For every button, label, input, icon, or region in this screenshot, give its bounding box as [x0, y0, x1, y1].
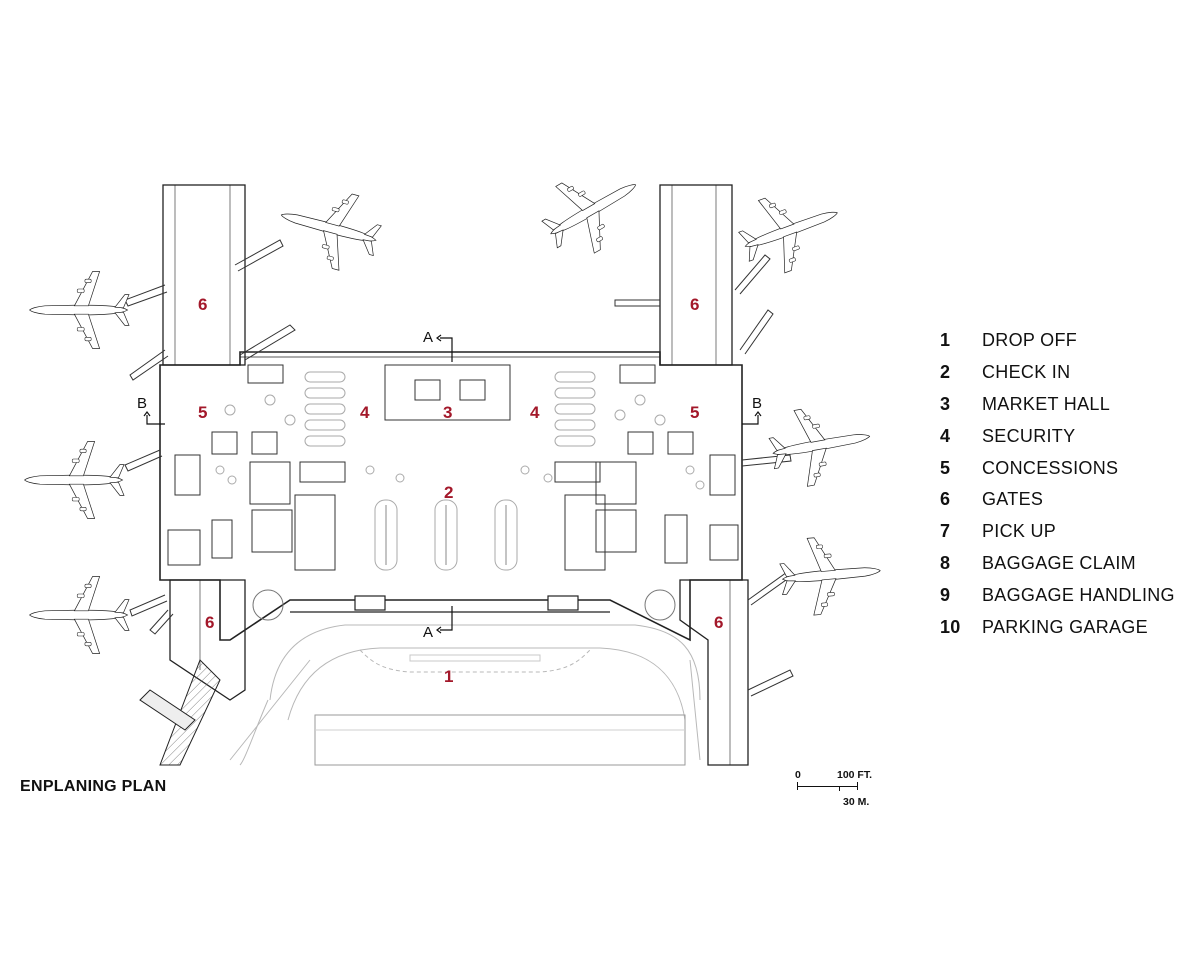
legend-number: 8	[940, 552, 951, 573]
front-facade	[290, 595, 610, 613]
legend-item: 1 DROP OFF	[940, 325, 1190, 357]
legend-item: 7 PICK UP	[940, 516, 1190, 548]
legend-item: 2 CHECK IN	[940, 357, 1190, 389]
gate-piers	[162, 184, 749, 766]
scale-tick	[857, 782, 858, 790]
scale-meters-label: 30 M.	[843, 796, 870, 808]
service-ramp	[139, 659, 221, 766]
zone-label-security-right: 4	[530, 403, 540, 422]
interior-rooms	[167, 364, 739, 571]
legend-item: 10 PARKING GARAGE	[940, 611, 1190, 643]
section-marker-a-top: A	[423, 329, 433, 346]
zone-label-gates-sw: 6	[205, 613, 214, 632]
legend-number: 4	[940, 425, 951, 446]
zone-label-security-left: 4	[360, 403, 370, 422]
zone-label-market-hall: 3	[443, 403, 452, 422]
plan-title: ENPLANING PLAN	[20, 778, 167, 795]
section-marker-a-bottom: A	[423, 624, 433, 641]
scale-tick	[839, 786, 840, 791]
legend-label: BAGGAGE CLAIM	[982, 552, 1136, 573]
legend-number: 10	[940, 616, 961, 637]
scale-zero-label: 0	[795, 769, 801, 781]
legend: 1 DROP OFF 2 CHECK IN 3 MARKET HALL 4 SECURI…	[940, 325, 1190, 643]
legend-number: 3	[940, 393, 951, 414]
legend-label: DROP OFF	[982, 330, 1078, 351]
security-lanes	[304, 371, 596, 447]
forecourt-roads	[229, 624, 701, 766]
check-in-islands	[215, 394, 705, 621]
scale-tick	[797, 782, 798, 790]
legend-number: 6	[940, 489, 951, 510]
legend-item: 3 MARKET HALL	[940, 389, 1190, 421]
scale-bar: 0 100 FT. 30 M.	[795, 765, 885, 810]
legend-number: 5	[940, 457, 951, 478]
zone-label-concessions-left: 5	[198, 403, 207, 422]
zone-label-gates-ne: 6	[690, 295, 699, 314]
section-marker-b-right: B	[752, 395, 762, 412]
legend-label: BAGGAGE HANDLING	[982, 584, 1175, 605]
legend-item: 4 SECURITY	[940, 420, 1190, 452]
section-marker-b-left: B	[137, 395, 147, 412]
legend-label: CONCESSIONS	[982, 457, 1119, 478]
legend-label: GATES	[982, 489, 1044, 510]
zone-label-check-in: 2	[444, 483, 453, 502]
scale-feet-label: 100 FT.	[837, 769, 873, 781]
legend-label: PICK UP	[982, 521, 1057, 542]
legend-number: 1	[940, 330, 951, 351]
legend-number: 9	[940, 584, 951, 605]
legend-label: MARKET HALL	[982, 393, 1111, 414]
legend-item: 8 BAGGAGE CLAIM	[940, 548, 1190, 580]
legend-label: CHECK IN	[982, 362, 1071, 383]
legend-number: 2	[940, 362, 951, 383]
legend-item: 9 BAGGAGE HANDLING	[940, 579, 1190, 611]
section-cut-lines	[143, 334, 762, 634]
scale-line	[797, 786, 857, 787]
legend-item: 6 GATES	[940, 484, 1190, 516]
legend-number: 7	[940, 521, 951, 542]
zone-label-gates-se: 6	[714, 613, 723, 632]
legend-label: SECURITY	[982, 425, 1076, 446]
legend-label: PARKING GARAGE	[982, 616, 1148, 637]
terminal-outline	[159, 351, 743, 642]
legend-item: 5 CONCESSIONS	[940, 452, 1190, 484]
jet-bridges	[124, 239, 794, 697]
zone-label-concessions-right: 5	[690, 403, 699, 422]
zone-label-drop-off: 1	[444, 667, 453, 686]
zone-label-gates-nw: 6	[198, 295, 207, 314]
